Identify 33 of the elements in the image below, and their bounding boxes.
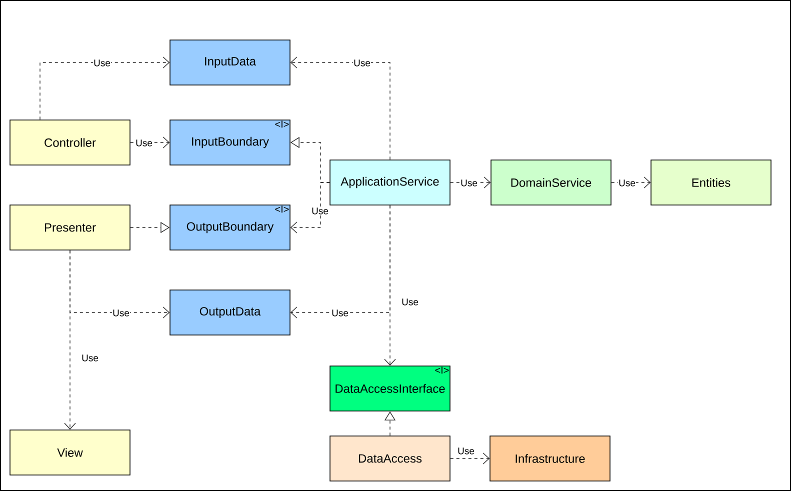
edge-label: Use — [457, 447, 475, 455]
dependency-arrow — [290, 56, 390, 160]
class-box: OutputData — [170, 290, 290, 336]
interface-marker: <I> — [275, 206, 289, 213]
edge-label: Use — [311, 207, 329, 215]
dependency-arrow — [611, 176, 651, 188]
edge-label: Use — [618, 179, 636, 187]
class-box: InputData — [170, 40, 290, 86]
edge-label: Use — [112, 309, 130, 317]
edge-label: Use — [81, 354, 99, 362]
dependency-arrow — [40, 56, 170, 120]
interface-marker: <I> — [275, 120, 289, 128]
dependency-arrow — [384, 205, 396, 366]
dependency-arrow — [450, 176, 491, 188]
edge-label: Use — [353, 59, 371, 67]
class-box: View — [10, 430, 130, 476]
dependency-arrow — [450, 452, 490, 464]
edge-label: Use — [93, 59, 111, 67]
class-box: Controller — [10, 120, 130, 166]
dependency-arrow — [290, 182, 330, 234]
class-box: Presenter — [10, 204, 130, 250]
class-box: ApplicationService — [330, 160, 450, 206]
dependency-arrow — [64, 250, 76, 430]
class-box: DataAccess — [330, 436, 450, 482]
class-box: Infrastructure — [490, 436, 610, 482]
edge-label: Use — [331, 309, 349, 317]
edge-label: Use — [135, 139, 153, 147]
interface-marker: <I> — [435, 366, 449, 374]
class-box: Entities — [650, 160, 772, 206]
edge-label: Use — [401, 298, 419, 306]
edge-label: Use — [460, 179, 478, 187]
class-box: DomainService — [490, 160, 612, 206]
dependency-arrow — [130, 136, 170, 148]
